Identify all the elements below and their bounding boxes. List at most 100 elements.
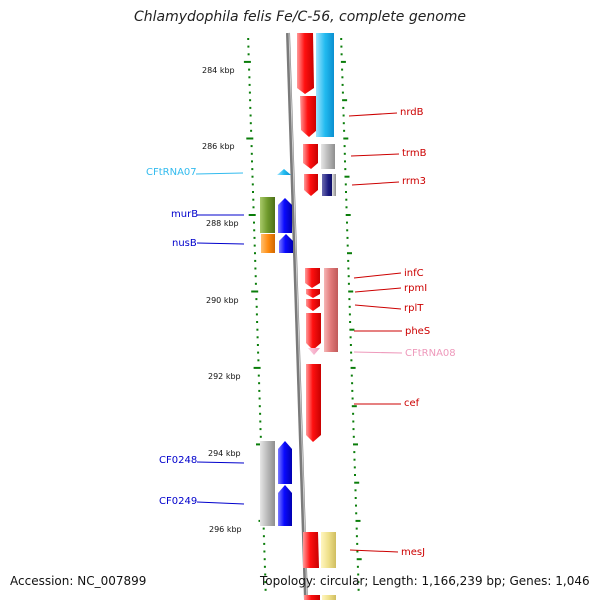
gene-arrow-CF0248[interactable] — [278, 441, 292, 484]
feature-trmB-gray[interactable] — [321, 144, 335, 169]
kbp-label-288: 288 kbp — [206, 219, 239, 228]
gene-label-rpmI[interactable]: rpmI — [404, 283, 427, 294]
scale-tick — [264, 588, 267, 591]
leader-CFtRNA08 — [353, 351, 403, 354]
leader-infC — [353, 272, 402, 279]
leader-rplT — [354, 304, 402, 310]
scale-tick — [344, 175, 350, 178]
leader-nrdB — [348, 112, 398, 117]
gene-label-mesJ[interactable]: mesJ — [401, 547, 425, 558]
feature-CF0248-gray[interactable] — [260, 441, 275, 526]
kbp-labels: 284 kbp 286 kbp 288 kbp 290 kbp 292 kbp … — [202, 66, 242, 534]
feature-murB-green[interactable] — [260, 197, 275, 233]
scale-tick — [353, 451, 356, 454]
scale-tick — [250, 152, 253, 155]
scale-tick — [342, 99, 348, 102]
gene-arrow-mesJ[interactable] — [303, 532, 319, 568]
gene-label-trmB[interactable]: trmB — [402, 148, 427, 159]
scale-tick — [264, 573, 267, 576]
gene-arrow-CFtRNA08[interactable] — [308, 348, 320, 355]
scale-ticks-right — [340, 38, 362, 591]
scale-tick — [264, 581, 267, 584]
gene-label-CF0249[interactable]: CF0249 — [159, 496, 197, 507]
feature-salmon-block[interactable] — [324, 268, 338, 352]
scale-tick — [350, 351, 353, 354]
scale-tick — [254, 252, 256, 255]
scale-tick — [256, 328, 259, 331]
gene-label-CF0248[interactable]: CF0248 — [159, 455, 197, 466]
gene-arrow-top[interactable] — [297, 33, 314, 94]
gene-arrow-pheS[interactable] — [306, 313, 321, 350]
scale-tick — [351, 405, 357, 408]
gene-arrow-cef[interactable] — [306, 364, 321, 442]
gene-label-rplT[interactable]: rplT — [404, 303, 424, 314]
gene-arrow-trmB[interactable] — [303, 144, 318, 169]
gene-label-CFtRNA08[interactable]: CFtRNA08 — [405, 348, 456, 359]
kbp-label-290: 290 kbp — [206, 296, 239, 305]
scale-tick — [252, 206, 255, 209]
scale-tick — [350, 359, 353, 362]
gene-labels: nrdB trmB rrm3 infC rpmI rplT pheS CFtRN… — [146, 107, 456, 558]
gene-arrow-rpmI[interactable] — [306, 289, 320, 298]
kbp-label-284: 284 kbp — [202, 66, 235, 75]
feature-mesJ-khaki[interactable] — [321, 532, 336, 568]
gene-label-pheS[interactable]: pheS — [405, 326, 430, 337]
scale-tick — [351, 382, 354, 385]
scale-tick — [341, 76, 344, 79]
scale-tick — [254, 275, 257, 278]
scale-tick — [253, 229, 256, 232]
scale-tick — [356, 565, 359, 568]
scale-tick — [351, 397, 354, 400]
scale-tick — [259, 420, 262, 423]
scale-tick — [346, 236, 349, 239]
scale-tick — [341, 91, 344, 94]
scale-tick — [344, 160, 346, 163]
scale-tick — [357, 573, 360, 576]
scale-tick — [340, 38, 343, 40]
scale-tick — [353, 443, 358, 446]
gene-label-murB[interactable]: murB — [171, 209, 198, 220]
scale-tick — [262, 535, 265, 538]
gene-label-nusB[interactable]: nusB — [172, 238, 197, 249]
gene-arrow-infC[interactable] — [305, 268, 320, 288]
gene-arrow-CFtRNA07[interactable] — [277, 169, 291, 175]
scale-tick — [347, 252, 352, 255]
feature-cyan-block[interactable] — [316, 33, 334, 137]
kbp-label-296: 296 kbp — [209, 525, 242, 534]
gene-label-rrm3[interactable]: rrm3 — [402, 176, 426, 187]
scale-tick — [343, 152, 346, 155]
gene-bottom-red[interactable] — [304, 595, 320, 600]
gene-arrow-rrm3[interactable] — [304, 174, 318, 196]
feature-rrm3-navy[interactable] — [322, 174, 335, 196]
feature-bottom-khaki[interactable] — [322, 595, 336, 600]
gene-label-nrdB[interactable]: nrdB — [400, 107, 424, 118]
gene-arrow-nusB[interactable] — [279, 234, 293, 253]
scale-tick — [248, 76, 251, 79]
scale-tick — [342, 114, 345, 117]
scale-tick — [355, 535, 358, 538]
scale-tick — [255, 313, 258, 316]
genome-backbone — [286, 32, 308, 600]
scale-tick — [345, 206, 348, 209]
feature-nusB-orange[interactable] — [261, 234, 275, 253]
scale-tick — [253, 236, 256, 239]
leader-trmB — [350, 153, 400, 157]
scale-tick — [251, 160, 253, 163]
scale-tick — [346, 229, 349, 232]
leader-CF0249 — [196, 501, 245, 505]
scale-tick — [356, 558, 362, 561]
gene-label-CFtRNA07[interactable]: CFtRNA07 — [146, 167, 197, 178]
gene-arrow-nrdB[interactable] — [300, 96, 317, 137]
gene-label-infC[interactable]: infC — [404, 268, 424, 279]
scale-tick — [343, 137, 349, 140]
feature-rrm3-gray[interactable] — [332, 174, 336, 196]
scale-tick — [252, 198, 255, 201]
scale-tick — [352, 420, 355, 423]
scale-tick — [352, 412, 355, 415]
scale-tick — [340, 60, 346, 63]
gene-arrow-rplT[interactable] — [306, 299, 320, 311]
gene-label-cef[interactable]: cef — [404, 398, 420, 409]
scale-tick — [355, 512, 358, 515]
gene-arrow-murB[interactable] — [278, 198, 292, 233]
gene-arrow-CF0249[interactable] — [278, 485, 292, 526]
